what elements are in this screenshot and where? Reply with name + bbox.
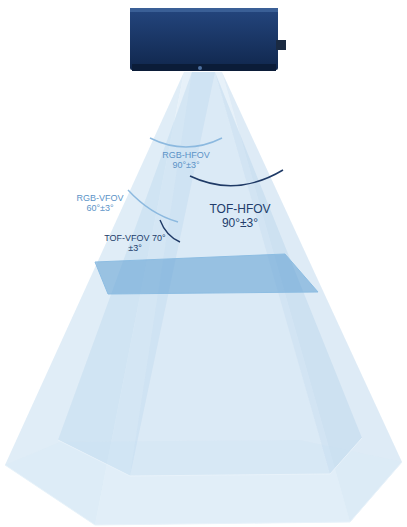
camera-body	[130, 8, 286, 71]
angle-arc	[150, 138, 222, 147]
angle-arc	[128, 190, 178, 222]
fov-label: TOF-HFOV 90°±3°	[200, 203, 280, 231]
rgb-beam	[5, 72, 402, 525]
fov-label: RGB-VFOV 60°±3°	[69, 193, 131, 214]
tof-beam	[5, 72, 402, 525]
fov-label: TOF-VFOV 70°±3°	[104, 233, 166, 254]
slice-plane	[95, 254, 318, 294]
fov-label: RGB-HFOV 90°±3°	[155, 150, 217, 171]
angle-arc	[190, 170, 283, 186]
